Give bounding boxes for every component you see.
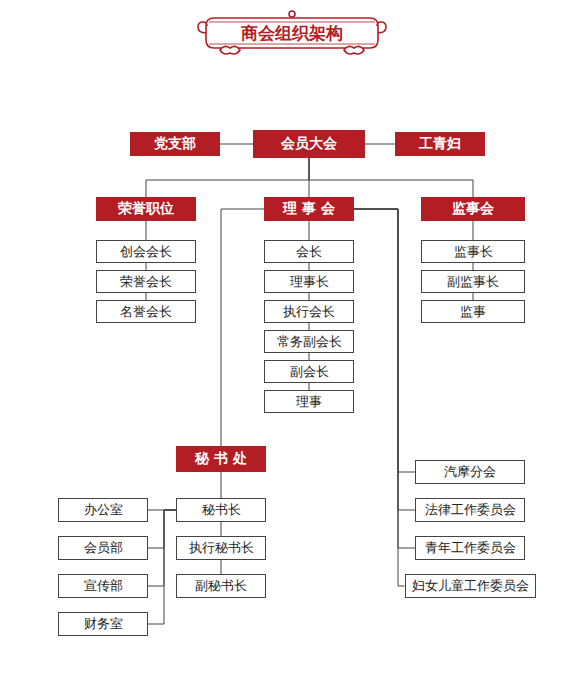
connector-line xyxy=(220,144,253,145)
connector-line xyxy=(354,209,405,586)
box-label: 理事长 xyxy=(290,273,329,291)
box-label: 宣传部 xyxy=(84,577,123,595)
position-box: 法律工作委员会 xyxy=(415,498,525,522)
position-box: 妇女儿童工作委员会 xyxy=(405,574,536,598)
box-label: 工青妇 xyxy=(419,135,461,153)
position-box: 青年工作委员会 xyxy=(415,536,525,560)
position-box: 会员部 xyxy=(58,536,148,560)
connector-line xyxy=(146,263,147,270)
position-box: 秘书长 xyxy=(176,498,266,522)
connector-line xyxy=(146,221,147,240)
section-box: 秘 书 处 xyxy=(176,446,266,472)
connector-line xyxy=(473,293,474,300)
position-box: 名誉会长 xyxy=(96,300,196,323)
box-label: 荣誉会长 xyxy=(120,273,172,291)
box-label: 理 事 会 xyxy=(283,200,335,218)
section-box: 理 事 会 xyxy=(264,197,354,221)
connector-line xyxy=(148,510,176,586)
position-box: 创会会长 xyxy=(96,240,196,263)
connector-line xyxy=(146,158,309,197)
section-box: 会员大会 xyxy=(253,130,365,158)
position-box: 副监事长 xyxy=(421,270,525,293)
connector-line xyxy=(365,144,395,145)
box-label: 法律工作委员会 xyxy=(425,501,516,519)
box-label: 监事长 xyxy=(454,243,493,261)
box-label: 会长 xyxy=(296,243,322,261)
connector-line xyxy=(309,383,310,390)
connector-line xyxy=(221,472,222,498)
position-box: 副会长 xyxy=(264,360,354,383)
connector-line xyxy=(146,293,147,300)
box-label: 财务室 xyxy=(84,615,123,633)
connector-line xyxy=(221,209,264,446)
box-label: 执行会长 xyxy=(283,303,335,321)
section-box: 党支部 xyxy=(130,132,220,156)
position-box: 宣传部 xyxy=(58,574,148,598)
connector-line xyxy=(354,209,415,510)
position-box: 理事 xyxy=(264,390,354,413)
box-label: 办公室 xyxy=(84,501,123,519)
connector-line xyxy=(354,209,415,548)
box-label: 执行秘书长 xyxy=(189,539,254,557)
connector-line xyxy=(309,221,310,240)
box-label: 名誉会长 xyxy=(120,303,172,321)
connector-line xyxy=(221,522,222,536)
position-box: 理事长 xyxy=(264,270,354,293)
connector-line xyxy=(309,158,473,197)
connector-line xyxy=(354,209,415,472)
connector-line xyxy=(473,263,474,270)
diagram-title: 商会组织架构 xyxy=(212,18,372,48)
section-box: 监事会 xyxy=(421,197,525,221)
box-label: 监事会 xyxy=(452,200,494,218)
box-label: 会员大会 xyxy=(281,135,337,153)
box-label: 会员部 xyxy=(84,539,123,557)
connector-line xyxy=(309,353,310,360)
connector-line xyxy=(148,510,176,624)
box-label: 妇女儿童工作委员会 xyxy=(412,577,529,595)
box-label: 创会会长 xyxy=(120,243,172,261)
box-label: 副秘书长 xyxy=(195,577,247,595)
box-label: 秘 书 处 xyxy=(195,450,247,468)
connector-line xyxy=(309,323,310,330)
box-label: 青年工作委员会 xyxy=(425,539,516,557)
connector-line xyxy=(221,560,222,574)
position-box: 荣誉会长 xyxy=(96,270,196,293)
position-box: 监事 xyxy=(421,300,525,323)
box-label: 副监事长 xyxy=(447,273,499,291)
position-box: 副秘书长 xyxy=(176,574,266,598)
position-box: 财务室 xyxy=(58,612,148,636)
connector-line xyxy=(309,263,310,270)
position-box: 汽摩分会 xyxy=(415,460,525,484)
box-label: 理事 xyxy=(296,393,322,411)
box-label: 荣誉职位 xyxy=(118,200,174,218)
box-label: 秘书长 xyxy=(202,501,241,519)
box-label: 党支部 xyxy=(154,135,196,153)
box-label: 监事 xyxy=(460,303,486,321)
box-label: 汽摩分会 xyxy=(444,463,496,481)
position-box: 执行会长 xyxy=(264,300,354,323)
position-box: 常务副会长 xyxy=(264,330,354,353)
position-box: 会长 xyxy=(264,240,354,263)
connector-line xyxy=(473,221,474,240)
position-box: 监事长 xyxy=(421,240,525,263)
section-box: 荣誉职位 xyxy=(96,197,196,221)
position-box: 执行秘书长 xyxy=(176,536,266,560)
connector-line xyxy=(309,293,310,300)
section-box: 工青妇 xyxy=(395,132,485,156)
box-label: 副会长 xyxy=(290,363,329,381)
position-box: 办公室 xyxy=(58,498,148,522)
connector-line xyxy=(148,510,176,548)
box-label: 常务副会长 xyxy=(277,333,342,351)
